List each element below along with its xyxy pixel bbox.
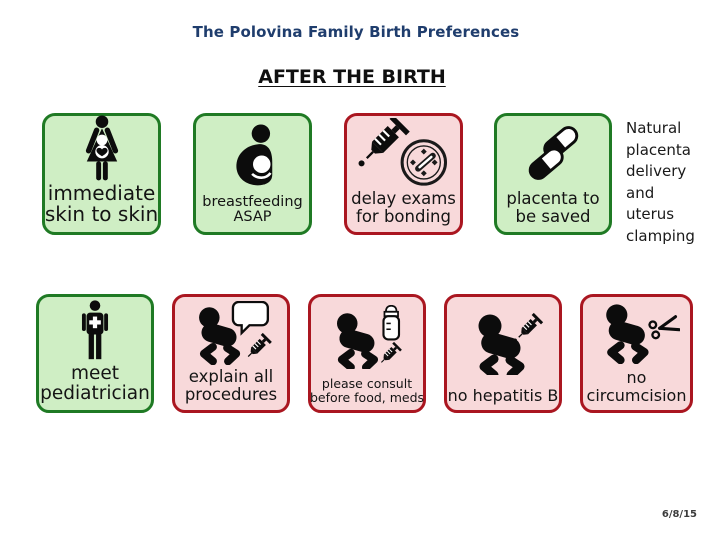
card-label: no hepatitis B: [447, 385, 559, 410]
side-note: Natural placenta delivery and uterus cla…: [626, 119, 695, 245]
card-label-line: explain all: [188, 367, 274, 387]
card-label-line: pediatrician: [40, 383, 150, 405]
card-label-line: skin to skin: [44, 202, 159, 227]
slide-title: The Polovina Family Birth Preferences: [192, 23, 520, 41]
card-placenta-saved: placenta to be saved: [494, 113, 612, 235]
card-no-circumcision: no circumcision: [580, 294, 693, 413]
baby-syringe-icon: [447, 297, 559, 387]
card-label: breastfeeding ASAP: [202, 193, 303, 232]
card-label-line: for bonding: [356, 207, 451, 227]
baby-speech-syringe-icon: [175, 297, 287, 368]
card-explain-procedures: explain all procedures: [172, 294, 290, 413]
card-label-line: please consult: [321, 376, 413, 391]
card-label: explain all procedures: [185, 368, 277, 410]
card-meet-pediatrician: meet pediatrician: [36, 294, 154, 413]
card-label: placenta to be saved: [506, 190, 599, 232]
card-label-line: no: [626, 368, 647, 388]
card-breastfeeding-asap: breastfeeding ASAP: [193, 113, 312, 235]
card-label-line: delay exams: [351, 189, 456, 209]
syringe-gauge-icon: [347, 116, 460, 190]
card-label-line: breastfeeding: [202, 193, 303, 210]
card-label-line: circumcision: [586, 385, 687, 405]
card-label-line: meet: [70, 363, 120, 385]
card-label: no circumcision: [587, 369, 687, 410]
card-label-line: before food, meds: [309, 389, 425, 405]
card-label-line: placenta to: [506, 189, 600, 209]
baby-bottle-syringe-icon: [311, 297, 423, 377]
pediatrician-icon: [39, 297, 151, 364]
pills-icon: [497, 116, 609, 190]
breastfeeding-icon: [196, 116, 309, 195]
slide-date: 6/8/15: [661, 509, 697, 520]
card-label-line: immediate: [47, 180, 156, 205]
card-label: please consult before food, meds: [310, 377, 424, 410]
section-heading: AFTER THE BIRTH: [258, 66, 446, 88]
card-label: immediate skin to skin: [44, 180, 159, 232]
card-label: delay exams for bonding: [351, 190, 456, 232]
card-no-hepatitis-b: no hepatitis B: [444, 294, 562, 413]
pregnant-woman-icon: [45, 115, 158, 183]
card-delay-exams: delay exams for bonding: [344, 113, 463, 235]
card-immediate-skin-to-skin: immediate skin to skin: [42, 113, 161, 235]
card-label-line: be saved: [515, 207, 591, 227]
card-consult-food-meds: please consult before food, meds: [308, 294, 426, 413]
card-label-line: no hepatitis B: [447, 385, 559, 405]
card-label-line: ASAP: [233, 209, 272, 226]
card-label-line: procedures: [184, 385, 278, 405]
baby-scissors-icon: [583, 297, 690, 369]
card-label: meet pediatrician: [40, 364, 150, 410]
